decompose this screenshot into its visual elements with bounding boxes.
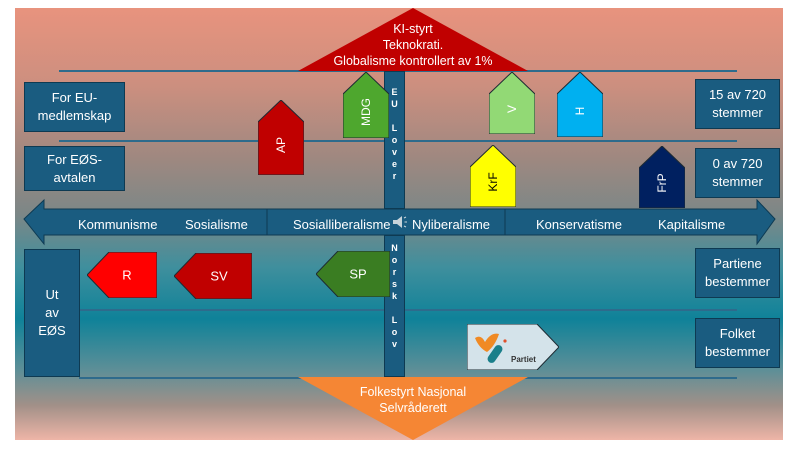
axis-arrow xyxy=(23,198,776,246)
party-frp-label: FrP xyxy=(655,173,669,193)
party-ap-label: AP xyxy=(274,136,288,154)
box-ut-av-eos-label: Ut av EØS xyxy=(38,287,66,338)
party-v-label: V xyxy=(505,105,519,114)
box-folket-bestemmer: Folket bestemmer xyxy=(695,318,780,368)
label-konservatisme: Konservatisme xyxy=(536,217,622,232)
party-mdg-label: MDG xyxy=(359,97,373,126)
party-r: R xyxy=(87,252,157,298)
label-kommunisme: Kommunisme xyxy=(78,217,158,232)
top-triangle-text: KI-styrt Teknokrati. Globalisme kontroll… xyxy=(333,22,493,68)
label-sosialliberalisme: Sosialliberalisme xyxy=(293,217,391,232)
eu-lover-text: E U L o v e r xyxy=(391,87,398,181)
party-mdg: MDG xyxy=(343,72,389,138)
party-h: H xyxy=(557,72,603,137)
partiet-logo-icon xyxy=(475,333,499,352)
axis-arrow-right xyxy=(504,198,776,246)
party-ap: AP xyxy=(258,100,304,175)
box-ut-av-eos: Ut av EØS xyxy=(24,249,80,377)
box-15-av-720-label: 15 av 720 stemmer xyxy=(708,87,767,120)
box-partiene-label: Partiene bestemmer xyxy=(704,256,771,289)
partiet-tag-label: Partiet xyxy=(511,355,536,364)
box-15-av-720: 15 av 720 stemmer xyxy=(695,79,780,129)
bottom-triangle-text: Folkestyrt Nasjonal Selvråderett xyxy=(359,385,467,415)
box-folket-label: Folket bestemmer xyxy=(704,326,771,359)
partiet-tag: Partiet xyxy=(467,324,559,370)
box-for-eos-avtalen: For EØS- avtalen xyxy=(24,146,125,191)
speaker-icon[interactable] xyxy=(391,213,409,231)
box-for-eos-label: For EØS- avtalen xyxy=(47,151,102,185)
bottom-triangle: Folkestyrt Nasjonal Selvråderett xyxy=(298,377,528,440)
party-sv-label: SV xyxy=(210,268,228,284)
box-for-eu-label: For EU- medlemskap xyxy=(37,90,112,123)
slide: KI-styrt Teknokrati. Globalisme kontroll… xyxy=(15,8,783,440)
label-sosialisme: Sosialisme xyxy=(185,217,248,232)
box-partiene-bestemmer: Partiene bestemmer xyxy=(695,248,780,298)
party-sp: SP xyxy=(316,251,390,297)
label-kapitalisme: Kapitalisme xyxy=(658,217,726,232)
party-krf-label: KrF xyxy=(486,172,500,192)
center-bar-eu-lover: E U L o v e r xyxy=(384,71,405,209)
label-nyliberalisme: Nyliberalisme xyxy=(412,217,491,232)
party-sv: SV xyxy=(174,253,252,299)
party-v: V xyxy=(489,72,535,134)
box-0-av-720: 0 av 720 stemmer xyxy=(695,148,780,198)
party-frp: FrP xyxy=(639,146,685,208)
box-for-eu-medlemskap: For EU- medlemskap xyxy=(24,82,125,132)
party-sp-label: SP xyxy=(349,266,367,282)
party-h-label: H xyxy=(573,106,587,116)
top-triangle: KI-styrt Teknokrati. Globalisme kontroll… xyxy=(298,8,528,71)
box-0-av-720-label: 0 av 720 stemmer xyxy=(712,156,763,189)
norsk-lov-text: N o r s k L o v xyxy=(391,243,398,349)
party-r-label: R xyxy=(122,267,132,283)
party-krf: KrF xyxy=(470,145,516,207)
guide-line-lower xyxy=(79,309,737,311)
